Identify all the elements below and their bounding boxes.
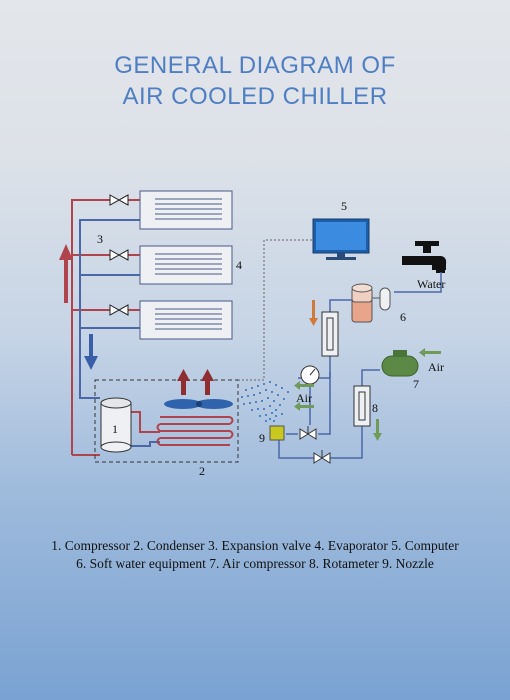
air-compressor [381,350,419,377]
water-tap-icon [402,241,447,273]
label-air-left: Air [296,391,312,405]
label-3: 3 [97,232,103,246]
compressor [100,397,132,453]
chiller-unit-boundary [94,379,239,463]
hot-air-arrows [177,369,214,395]
label-7: 7 [413,377,419,391]
label-6: 6 [400,310,406,324]
label-4: 4 [236,258,242,272]
refrigerant-piping [71,199,160,456]
air-arrow-right [419,348,441,357]
component-legend: 1. Compressor 2. Condenser 3. Expansion … [0,537,510,573]
nozzle [269,425,285,441]
computer-monitor-icon [312,218,370,260]
flow-arrow-up [59,244,73,303]
air-flow-arrow [373,419,382,441]
air-arrows-left [294,381,314,411]
label-1: 1 [112,422,118,436]
diagram-title: GENERAL DIAGRAM OF AIR COOLED CHILLER [0,50,510,112]
water-line [394,272,442,293]
flow-arrow-down [84,334,98,370]
title-line-2: AIR COOLED CHILLER [122,83,388,110]
spray-cone [241,381,289,422]
legend-line-2: 6. Soft water equipment 7. Air compresso… [76,556,434,571]
label-9: 9 [259,431,265,445]
water-flow-arrow [309,300,318,326]
label-8: 8 [372,401,378,415]
soft-water-equipment [351,283,391,323]
evaporator [139,190,233,340]
label-water: Water [417,277,445,291]
expansion-valve [109,194,129,316]
condenser-coil [156,416,234,446]
valve [299,426,331,464]
data-line [238,239,313,381]
label-air-right: Air [428,360,444,374]
label-2: 2 [199,464,205,478]
rotameter [321,311,371,427]
title-line-1: GENERAL DIAGRAM OF [114,52,396,79]
label-5: 5 [341,199,347,213]
condenser-fan [164,399,233,409]
legend-line-1: 1. Compressor 2. Condenser 3. Expansion … [51,538,459,553]
